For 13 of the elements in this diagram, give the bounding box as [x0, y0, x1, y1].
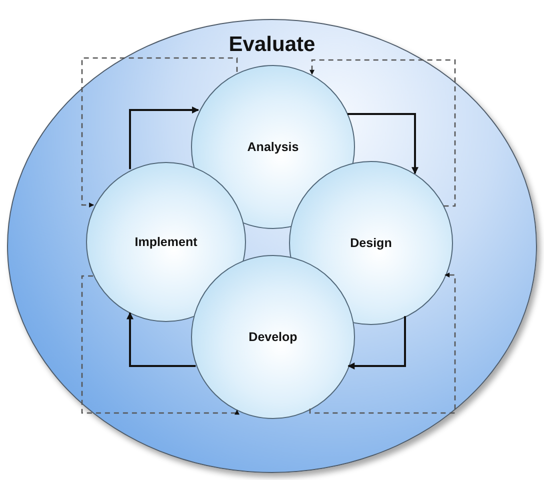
phase-label: Implement: [134, 235, 198, 249]
dashed-arrow: [309, 272, 456, 414]
phase-label: Develop: [248, 330, 298, 344]
phase-label: Analysis: [247, 140, 299, 154]
dashed-arrow: [310, 59, 456, 207]
dashed-arrow: [81, 275, 240, 415]
arrow: [348, 316, 406, 370]
dashed-arrow: [81, 57, 238, 208]
arrow: [126, 312, 196, 367]
arrow: [348, 113, 418, 174]
arrow: [129, 106, 200, 170]
phase-label: Design: [350, 236, 392, 250]
cycle-title: Evaluate: [228, 33, 316, 57]
